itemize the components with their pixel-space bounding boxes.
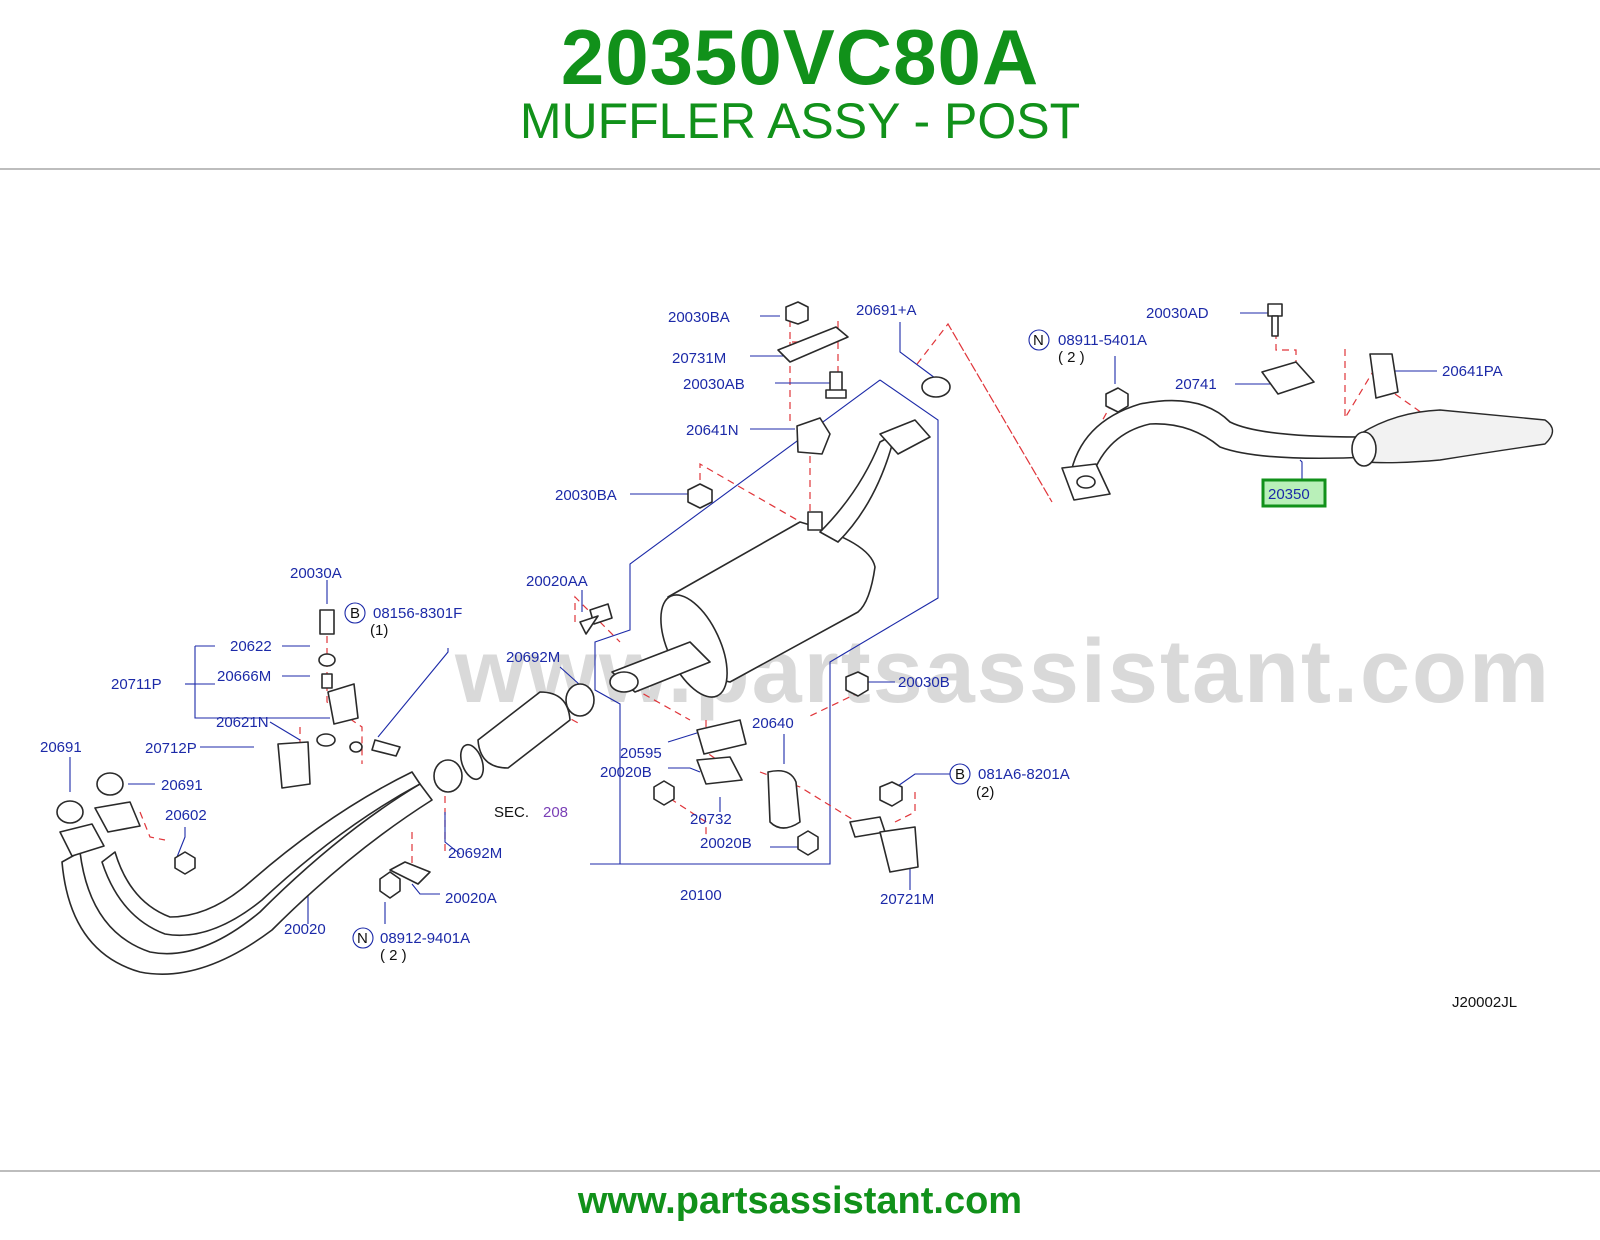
label-20020AA: 20020AA	[526, 573, 588, 590]
label-08912-qty: ( 2 )	[380, 947, 407, 964]
highlight-box-20350	[1261, 478, 1327, 508]
label-20621N: 20621N	[216, 714, 269, 731]
lower-hardware	[174, 603, 919, 899]
exhaust-diagram-svg: www.partsassistant.com	[40, 301, 1554, 1011]
footer-url[interactable]: www.partsassistant.com	[577, 1180, 1023, 1222]
exhaust-diagram: www.partsassistant.com	[0, 172, 1600, 1168]
marker-n-08911-letter: N	[1033, 332, 1044, 349]
marker-n-08911	[1028, 329, 1050, 351]
label-20030B: 20030B	[898, 674, 950, 691]
label-20641PA: 20641PA	[1442, 363, 1503, 380]
top-hardware	[687, 301, 1399, 509]
label-20691A: 20691+A	[856, 302, 916, 319]
label-20020B-b: 20020B	[700, 835, 752, 852]
label-081A6-qty: (2)	[976, 784, 994, 801]
label-20030A: 20030A	[290, 565, 342, 582]
label-20721M: 20721M	[880, 891, 934, 908]
label-08156-qty: (1)	[370, 622, 388, 639]
label-20731M: 20731M	[672, 350, 726, 367]
label-20640: 20640	[752, 715, 794, 732]
label-20732: 20732	[690, 811, 732, 828]
label-20030BA-top: 20030BA	[668, 309, 730, 326]
label-20712P: 20712P	[145, 740, 197, 757]
marker-b-081A6-letter: B	[955, 766, 965, 783]
main-muffler-20100	[609, 419, 931, 698]
label-sec-208-link[interactable]: 208	[543, 804, 568, 821]
marker-b-081A6	[949, 763, 971, 785]
label-20666M: 20666M	[217, 668, 271, 685]
label-20030BA-mid: 20030BA	[555, 487, 617, 504]
header-divider	[0, 168, 1600, 170]
label-20602: 20602	[165, 807, 207, 824]
marker-n-08912	[352, 927, 374, 949]
label-20100: 20100	[680, 887, 722, 904]
label-20692M-top: 20692M	[506, 649, 560, 666]
label-08911-5401A: 08911-5401A	[1058, 332, 1147, 349]
leader-lines	[69, 312, 1437, 924]
label-08911-qty: ( 2 )	[1058, 349, 1085, 366]
label-081A6-8201A: 081A6-8201A	[978, 766, 1070, 783]
marker-b-08156-letter: B	[350, 605, 360, 622]
label-08912-9401A: 08912-9401A	[380, 930, 470, 947]
label-20692M-bot: 20692M	[448, 845, 502, 862]
label-20020B-a: 20020B	[600, 764, 652, 781]
label-20030AB: 20030AB	[683, 376, 745, 393]
marker-b-08156	[344, 602, 366, 624]
part-name-subtitle: MUFFLER ASSY - POST	[519, 93, 1081, 149]
front-pipe-20020	[56, 683, 595, 975]
page-header: 20350VC80A MUFFLER ASSY - POST	[0, 0, 1600, 170]
diagram-code: J20002JL	[1452, 994, 1517, 1011]
label-sec: SEC.	[494, 804, 529, 821]
label-20020: 20020	[284, 921, 326, 938]
label-20020A: 20020A	[445, 890, 497, 907]
label-20711P: 20711P	[111, 676, 162, 693]
label-20350-highlighted[interactable]: 20350	[1268, 486, 1310, 503]
label-08156-8301F: 08156-8301F	[373, 605, 462, 622]
marker-n-08912-letter: N	[357, 930, 368, 947]
footer-divider	[0, 1170, 1600, 1172]
label-20622: 20622	[230, 638, 272, 655]
part-number-title: 20350VC80A	[560, 13, 1040, 101]
post-muffler-20350	[1061, 399, 1554, 501]
label-20641N: 20641N	[686, 422, 739, 439]
group-outline-20100	[590, 379, 881, 865]
label-20691-b: 20691	[161, 777, 203, 794]
label-20691-a: 20691	[40, 739, 82, 756]
label-20030AD: 20030AD	[1146, 305, 1209, 322]
label-20595: 20595	[620, 745, 662, 762]
label-20741: 20741	[1175, 376, 1217, 393]
group-outline-20100-right	[590, 379, 939, 865]
